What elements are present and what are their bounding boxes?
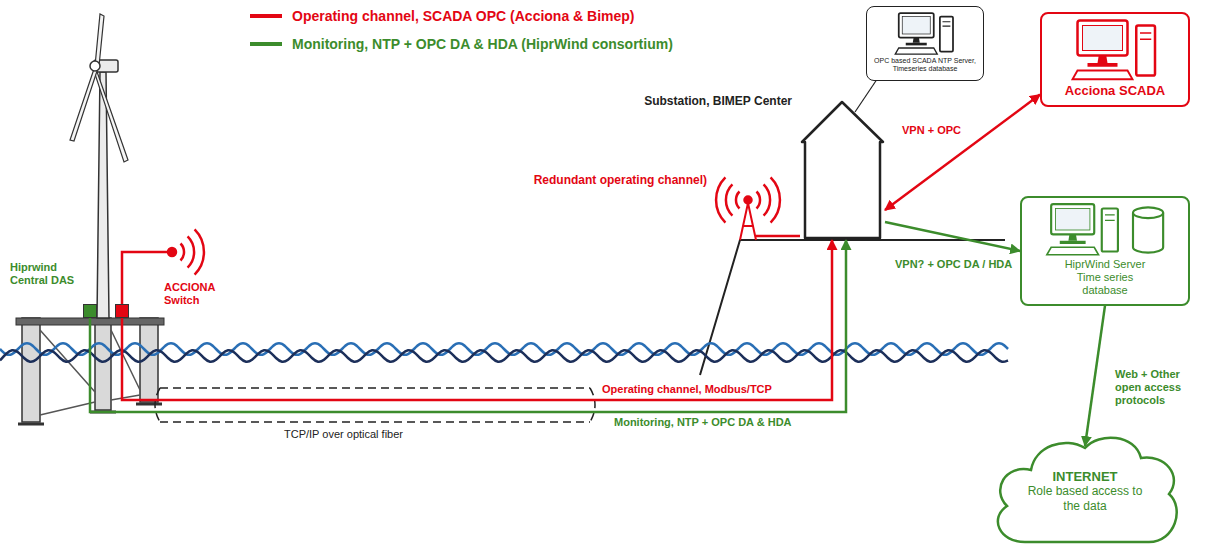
hiprwind-server-box: HiprWind Server Time series database <box>1020 196 1190 306</box>
sea-waves <box>0 343 1008 362</box>
computer-icon <box>1051 204 1094 234</box>
node-title: Hiprwind Central DAS <box>10 261 82 287</box>
computer-icon <box>1078 21 1128 56</box>
node-label-holder: Hiprwind Central DAS <box>10 261 82 287</box>
fiber-bracket <box>155 388 595 422</box>
fiber-bracket <box>160 388 590 422</box>
shore-antenna <box>716 177 725 222</box>
shore-antenna <box>740 203 756 240</box>
node-title: HiprWind Server Time series database <box>1055 258 1155 298</box>
shore-antenna <box>736 192 740 209</box>
computer-icon <box>1088 63 1118 67</box>
node-title: OPC based SCADA NTP Server, Timeseries d… <box>873 57 977 74</box>
shore-antenna <box>726 184 732 215</box>
switch-box: ACCIONA Switch <box>115 304 129 318</box>
computer-icon <box>1065 18 1165 83</box>
computer-icon <box>1140 33 1151 39</box>
scada-server-box: OPC based SCADA NTP Server, Timeseries d… <box>866 6 984 81</box>
computer-icon <box>913 38 920 43</box>
connector <box>885 95 1040 210</box>
legend-row: Operating channel, SCADA OPC (Acciona & … <box>250 2 673 30</box>
house-outline <box>800 100 885 240</box>
computer-icon <box>1047 247 1099 255</box>
sea-wave <box>0 350 1008 362</box>
legend-swatch <box>250 14 282 18</box>
legend-text: Monitoring, NTP + OPC DA & HDA (HiprWind… <box>292 36 673 53</box>
computer-icon <box>899 13 934 38</box>
computer-icon <box>1073 71 1133 80</box>
computer-icon <box>1098 56 1108 64</box>
turbine-antenna <box>188 236 194 267</box>
computer-icon <box>1083 26 1123 51</box>
legend-swatch <box>250 42 282 46</box>
substation-house: Substation, BIMEP Center <box>800 100 885 240</box>
computer-icon <box>943 22 951 26</box>
connector <box>122 240 832 400</box>
computer-icon <box>1102 208 1118 251</box>
floating-turbine <box>90 61 100 71</box>
turbine-antenna <box>181 244 185 261</box>
legend: Operating channel, SCADA OPC (Acciona & … <box>250 2 673 58</box>
turbine-antenna <box>168 248 176 256</box>
internet-cloud: INTERNETRole based access to the data <box>985 430 1185 548</box>
shore-antenna <box>756 235 800 238</box>
connector <box>90 240 846 412</box>
connector <box>1085 306 1105 446</box>
computer-icon <box>895 48 937 54</box>
computer-icon <box>1105 215 1115 220</box>
computer-icon <box>1136 26 1155 76</box>
floating-turbine <box>95 318 111 410</box>
computer-icon <box>940 17 953 52</box>
connector <box>885 222 1020 251</box>
connector-label: Monitoring, NTP + OPC DA & HDA <box>612 416 794 429</box>
computer-icon <box>1068 234 1077 240</box>
floating-turbine <box>93 66 128 162</box>
fiber-note: TCP/IP over optical fiber <box>282 428 405 441</box>
node-title: INTERNET <box>1053 469 1118 485</box>
acciona-scada-box: Acciona SCADA <box>1040 12 1190 107</box>
node-label-holder: Substation, BIMEP Center <box>644 94 792 108</box>
shore-antenna <box>745 197 752 204</box>
das-box: Hiprwind Central DAS <box>83 304 97 318</box>
connector-label: Web + Other open access protocols <box>1113 368 1209 408</box>
connector-label: VPN? + OPC DA / HDA <box>893 258 1014 271</box>
computer-icon <box>1133 207 1163 218</box>
node-label-holder: ACCIONA Switch <box>164 281 226 307</box>
legend-text: Operating channel, SCADA OPC (Acciona & … <box>292 8 635 25</box>
legend-row: Monitoring, NTP + OPC DA & HDA (HiprWind… <box>250 30 673 58</box>
shore-antenna <box>764 184 770 215</box>
connector <box>855 81 876 112</box>
fiber-bracket <box>155 388 595 422</box>
node-title: Substation, BIMEP Center <box>644 94 792 108</box>
floating-turbine <box>22 318 40 422</box>
computer-icon <box>902 17 930 35</box>
shore-antenna <box>771 177 780 222</box>
house-outline <box>802 102 883 238</box>
turbine-antenna <box>195 229 204 274</box>
shore-antenna <box>757 192 761 209</box>
shore-antenna <box>716 177 800 240</box>
turbine-antenna <box>122 252 168 304</box>
node-body: Role based access to the data <box>1023 484 1147 513</box>
node-title: ACCIONA Switch <box>164 281 226 307</box>
node-title: Acciona SCADA <box>1065 83 1165 99</box>
computer-icon <box>1060 241 1086 244</box>
connector-label: VPN + OPC <box>900 124 963 137</box>
channel-note: Redundant operating channel) <box>495 173 709 187</box>
cloud-outline <box>998 438 1177 542</box>
floating-turbine <box>95 14 104 66</box>
floating-turbine <box>70 66 98 141</box>
computer-icon <box>906 43 927 46</box>
computer-icon <box>1040 202 1170 258</box>
computer-icon <box>1055 208 1089 230</box>
computer-icon <box>890 11 960 57</box>
connector-label: Operating channel, Modbus/TCP <box>600 383 774 396</box>
